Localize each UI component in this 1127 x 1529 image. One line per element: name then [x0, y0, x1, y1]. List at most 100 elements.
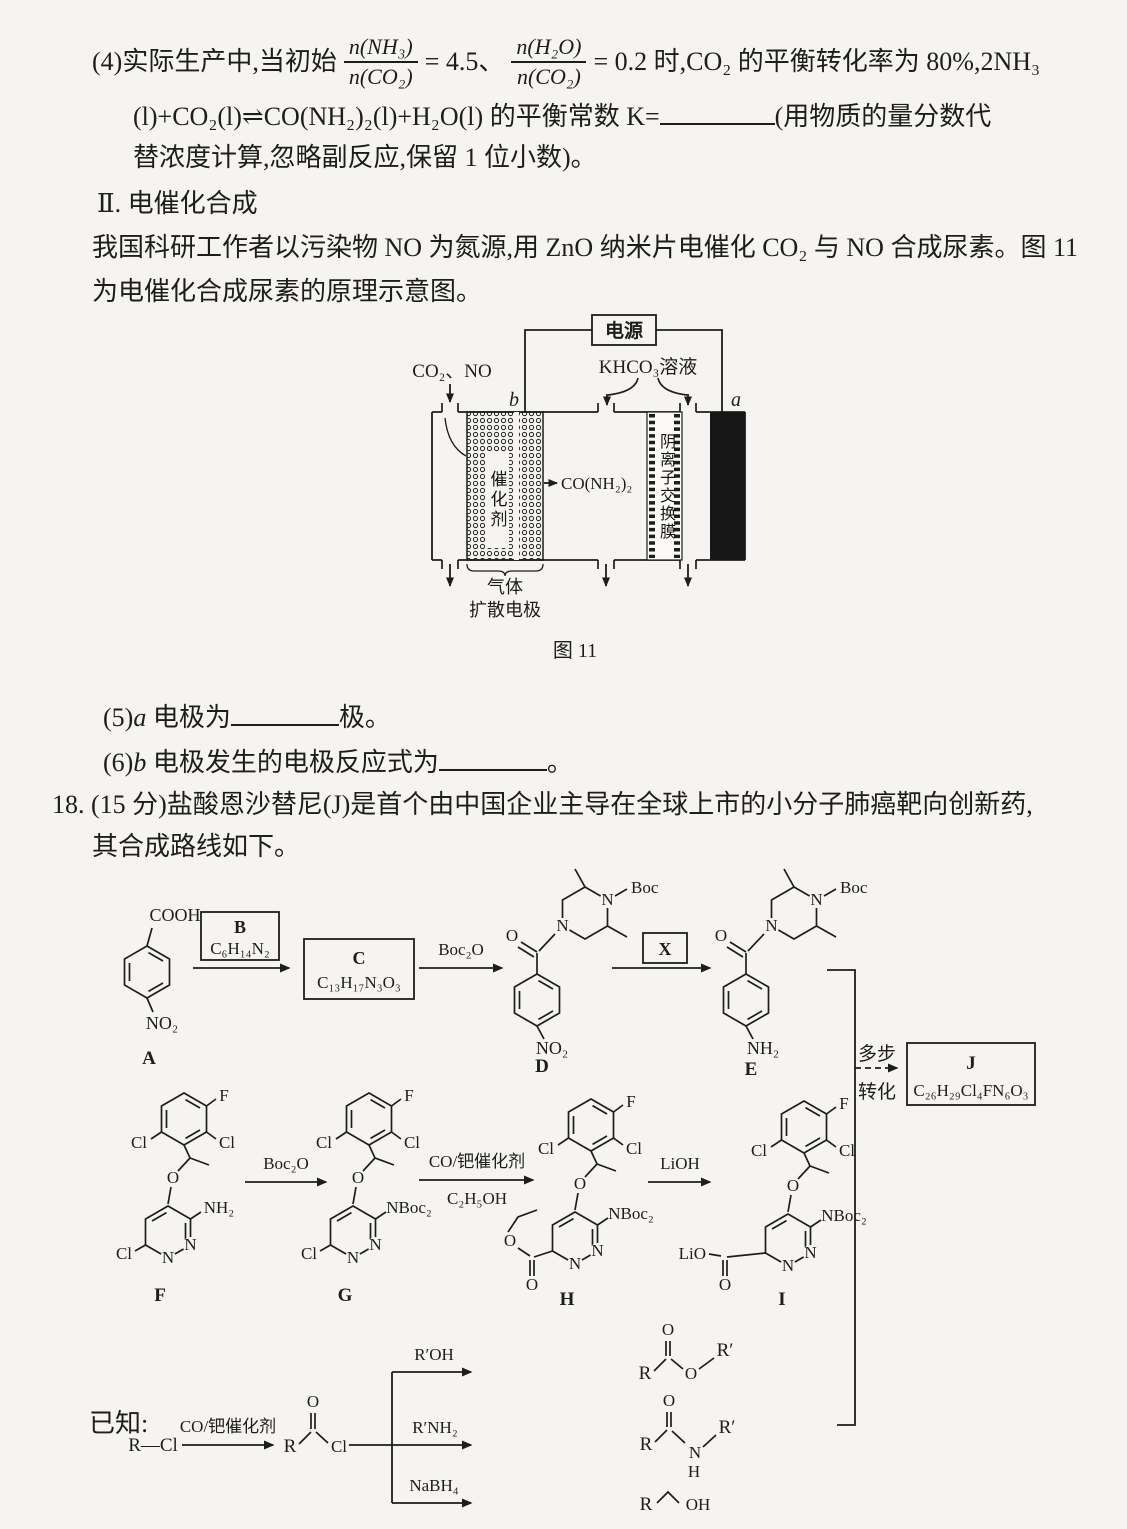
- ester-rp: R′: [717, 1340, 734, 1361]
- nh2-label-f: NH₂: [204, 1198, 234, 1217]
- q6-number: (6): [103, 748, 134, 777]
- ether-o-f: O: [167, 1168, 179, 1187]
- boc-label-e: Boc: [840, 878, 868, 897]
- compound-d-letter: D: [535, 1056, 549, 1077]
- q5-text: 电极为: [146, 703, 231, 732]
- q5-suffix: 极。: [338, 703, 391, 732]
- reagent-nabh4: NaBH₄: [409, 1476, 458, 1495]
- compound-b-formula: C₆H₁₄N₂: [210, 939, 270, 958]
- q4-prefix: (4)实际生产中,当初始: [92, 47, 337, 76]
- nboc2-label-g: NBoc₂: [386, 1198, 432, 1217]
- alcohol-oh: OH: [686, 1495, 711, 1514]
- q4-frac1-numerator: n(NH₃): [343, 34, 418, 63]
- q4-line2: (l)+CO₂(l)⇌CO(NH₂)₂(l)+H₂O(l) 的平衡常数 K= (用…: [133, 97, 991, 134]
- synthesis-scheme: COOH NO₂ A B C₆H₁₄N₂ C C₁₃H₁₇N₃O₃ Boc₂O …: [89, 868, 1036, 1515]
- reagent-boc2o-2: Boc₂O: [263, 1154, 309, 1173]
- electrode-b-label: b: [509, 389, 519, 411]
- q4-line2b: (用物质的量分数代: [774, 102, 992, 131]
- reagent-boc2o-1: Boc₂O: [438, 940, 484, 959]
- acyl-cl: Cl: [331, 1437, 347, 1456]
- compound-c-box: C C₁₃H₁₇N₃O₃: [303, 938, 415, 1000]
- power-supply-label: 电源: [605, 319, 643, 342]
- reagent-rpoh: R′OH: [414, 1345, 454, 1364]
- gde-brace: [466, 563, 544, 577]
- q5-number: (5): [103, 703, 134, 732]
- electrode-gap: [514, 412, 519, 560]
- electrode-a-label: a: [731, 389, 741, 411]
- f-atom-h: F: [626, 1092, 635, 1111]
- acyl-r: R: [284, 1436, 297, 1457]
- compound-g-structure: F Cl Cl O NBoc₂ N N Cl G: [301, 1086, 432, 1306]
- q6-line: (6)b 电极发生的电极反应式为。: [103, 743, 573, 780]
- q4-line3: 替浓度计算,忽略副反应,保留 1 位小数)。: [133, 143, 597, 172]
- lio-label-i: LiO: [679, 1244, 706, 1263]
- electrode-a: [710, 412, 745, 560]
- carbonyl-o-d: O: [506, 926, 518, 945]
- q6-suffix: 。: [546, 748, 573, 777]
- ring-n1-f: N: [184, 1235, 196, 1254]
- piperazine-n2-e: N: [810, 890, 822, 909]
- compound-f-letter: F: [154, 1285, 166, 1306]
- ring-n1-i: N: [804, 1243, 816, 1262]
- compound-c-formula: C₁₃H₁₇N₃O₃: [317, 973, 401, 992]
- q4-line1: (4)实际生产中,当初始 n(NH₃) n(CO₂) = 4.5、 n(H₂O)…: [92, 18, 1040, 106]
- amide-h: H: [688, 1462, 700, 1481]
- q5-answer-blank: [230, 698, 339, 726]
- nboc2-label-i: NBoc₂: [821, 1206, 867, 1225]
- reagent-co-pd-1: CO/钯催化剂: [429, 1152, 525, 1171]
- ester-o-h: O: [504, 1231, 516, 1250]
- cl-bottom-f: Cl: [116, 1244, 132, 1263]
- gde-label-2: 扩散电极: [469, 600, 541, 620]
- gde-label-1: 气体: [487, 577, 523, 597]
- piperazine-n1-e: N: [765, 916, 777, 935]
- q18-line1: 18. (15 分)盐酸恩沙替尼(J)是首个由中国企业主导在全球上市的小分子肺癌…: [52, 790, 1033, 819]
- boc-label-d: Boc: [631, 878, 659, 897]
- alcohol-r: R: [640, 1494, 653, 1515]
- multistep-label-2: 转化: [858, 1081, 896, 1103]
- reagent-etoh: C₂H₅OH: [447, 1189, 507, 1208]
- q4-equation: (l)+CO₂(l)⇌CO(NH₂)₂(l)+H₂O(l) 的平衡常数 K=: [133, 102, 660, 131]
- reagent-x-label: X: [659, 939, 672, 959]
- ring-n1-g: N: [369, 1235, 381, 1254]
- ether-o-g: O: [352, 1168, 364, 1187]
- amide-rp: R′: [719, 1417, 736, 1438]
- compound-g-letter: G: [338, 1285, 353, 1306]
- compound-h-structure: F Cl Cl O NBoc₂ N N O O H: [502, 1092, 654, 1310]
- q6-answer-blank: [438, 743, 547, 771]
- compound-a-letter: A: [142, 1048, 156, 1069]
- q4-frac1-denominator: n(CO₂): [348, 64, 413, 89]
- q4-mid2: = 0.2 时,CO₂ 的平衡转化率为 80%,2NH₃: [593, 47, 1041, 76]
- q18-line2: 其合成路线如下。: [92, 832, 301, 861]
- known-reactions: 已知: R—Cl CO/钯催化剂 R O Cl R′OH R′NH₂ NaBH₄…: [89, 1320, 735, 1515]
- electrolyte-label: KHCO₃溶液: [599, 356, 697, 378]
- cl-right-i: Cl: [839, 1141, 855, 1160]
- compound-j-formula: C₂₆H₂₉Cl₄FN₆O₃: [913, 1081, 1028, 1100]
- outlet-arrows: [446, 564, 692, 587]
- circuit-wires: [524, 329, 723, 412]
- cl-right-f: Cl: [219, 1133, 235, 1152]
- compound-a-structure: COOH NO₂ A: [123, 905, 201, 1069]
- membrane-vertical-label: 阴离子交换膜: [657, 433, 674, 541]
- ring-n2-f: N: [162, 1248, 174, 1267]
- multistep-label-1: 多步: [858, 1043, 896, 1065]
- carboxylate-o-i: O: [719, 1275, 731, 1294]
- feed-flow-curve: [444, 417, 467, 457]
- q5-line: (5)a 电极为极。: [103, 698, 391, 735]
- cl-left-f: Cl: [131, 1133, 147, 1152]
- ring-n2-h: N: [569, 1254, 581, 1273]
- compound-j-box: J C₂₆H₂₉Cl₄FN₆O₃: [906, 1042, 1036, 1106]
- compound-c-letter: C: [353, 948, 366, 968]
- figure-caption: 图 11: [553, 640, 597, 662]
- reagent-x-box: X: [642, 932, 688, 964]
- figure-11-diagram: 电源 CO₂、NO KHCO₃溶液 b a: [412, 314, 746, 662]
- feed-gas-label: CO₂、NO: [412, 361, 491, 382]
- amide-n: N: [689, 1443, 701, 1462]
- ring-n1-h: N: [591, 1241, 603, 1260]
- no2-label-d: NO₂: [536, 1038, 568, 1058]
- reagent-co-pd-2: CO/钯催化剂: [180, 1417, 276, 1436]
- cl-bottom-g: Cl: [301, 1244, 317, 1263]
- known-label: 已知:: [89, 1409, 148, 1438]
- q4-frac2-numerator: n(H₂O): [511, 34, 587, 63]
- section2-heading: Ⅱ. 电催化合成: [97, 189, 258, 218]
